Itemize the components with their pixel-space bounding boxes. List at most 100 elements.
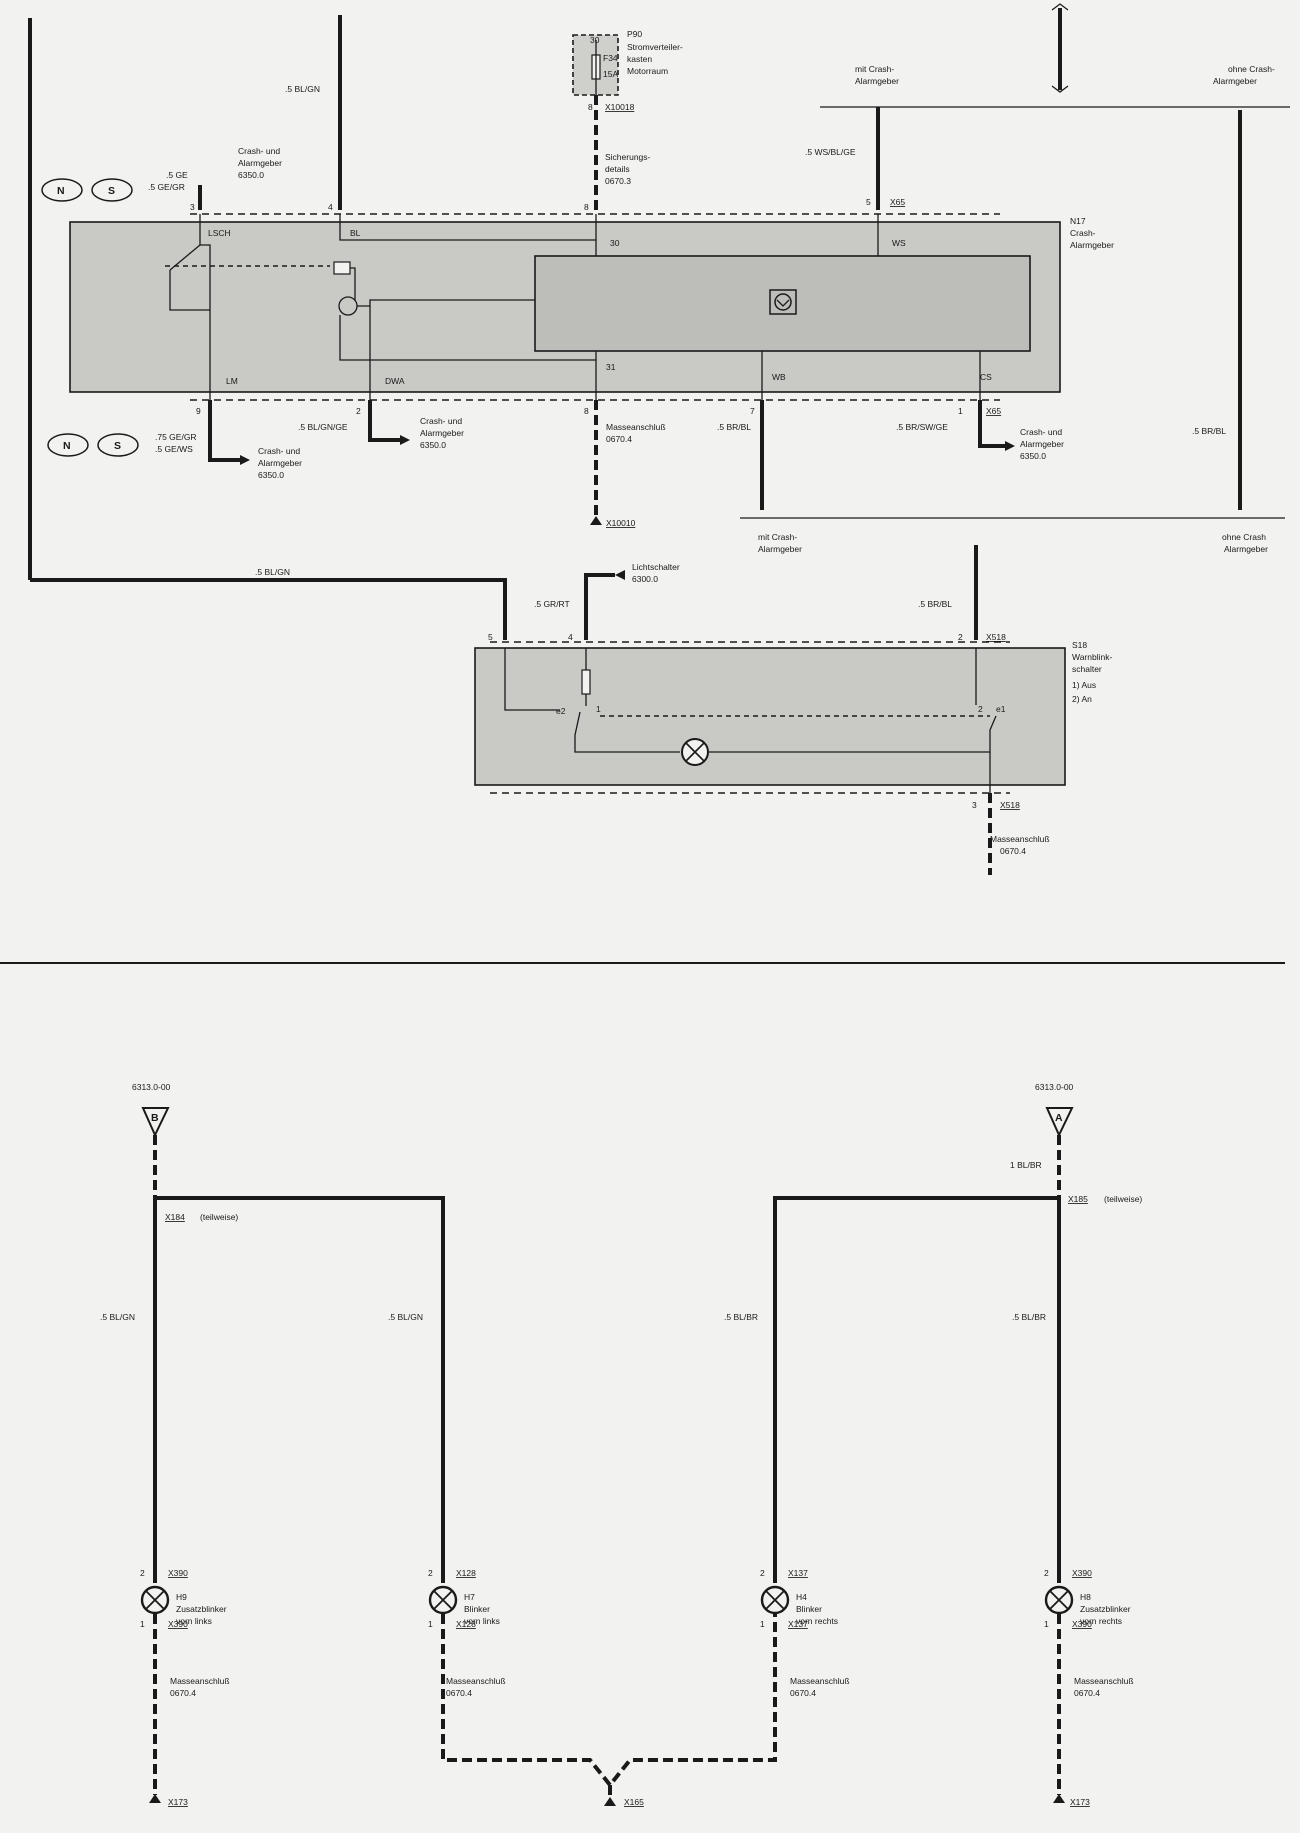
- svg-text:X137: X137: [788, 1619, 808, 1629]
- svg-text:2: 2: [978, 704, 983, 714]
- svg-text:Masseanschluß: Masseanschluß: [790, 1676, 850, 1686]
- svg-text:0670.4: 0670.4: [1074, 1688, 1100, 1698]
- svg-text:Masseanschluß: Masseanschluß: [446, 1676, 506, 1686]
- fuse-ref: P90: [627, 29, 642, 39]
- svg-text:2: 2: [958, 632, 963, 642]
- fuse-ref-1: Sicherungs-: [605, 152, 651, 162]
- svg-text:X185: X185: [1068, 1194, 1088, 1204]
- svg-text:BL: BL: [350, 228, 361, 238]
- svg-text:H9: H9: [176, 1592, 187, 1602]
- svg-text:2) An: 2) An: [1072, 694, 1092, 704]
- svg-text:Crash- und: Crash- und: [420, 416, 462, 426]
- svg-text:.75 GE/GR: .75 GE/GR: [155, 432, 197, 442]
- svg-text:2: 2: [356, 406, 361, 416]
- top-dest-1: Crash- und: [238, 146, 280, 156]
- variant-b-1: ohne Crash-: [1228, 64, 1275, 74]
- svg-text:Masseanschluß: Masseanschluß: [990, 834, 1050, 844]
- variant-a-1: mit Crash-: [855, 64, 894, 74]
- svg-text:.5 BL/GN/GE: .5 BL/GN/GE: [298, 422, 348, 432]
- svg-text:0670.4: 0670.4: [1000, 846, 1026, 856]
- svg-text:N: N: [63, 440, 71, 452]
- svg-text:0670.4: 0670.4: [170, 1688, 196, 1698]
- conn-x65-top: X65: [890, 197, 905, 207]
- svg-text:DWA: DWA: [385, 376, 405, 386]
- svg-text:X390: X390: [168, 1568, 188, 1578]
- svg-text:1: 1: [760, 1619, 765, 1629]
- svg-text:Alarmgeber: Alarmgeber: [258, 458, 302, 468]
- svg-text:Alarmgeber: Alarmgeber: [758, 544, 802, 554]
- svg-text:2: 2: [1044, 1568, 1049, 1578]
- svg-text:vorn links: vorn links: [176, 1616, 212, 1626]
- connector-b-triangle: B: [141, 1107, 170, 1138]
- svg-text:vorn rechts: vorn rechts: [796, 1616, 838, 1626]
- wire-label-4: .5 BL/GN: [285, 84, 320, 94]
- fuse-desc-2: kasten: [627, 54, 652, 64]
- module-id: N17: [1070, 216, 1086, 226]
- siren-icon: [769, 289, 797, 315]
- variant-b-2: Alarmgeber: [1213, 76, 1257, 86]
- svg-text:1: 1: [596, 704, 601, 714]
- svg-text:0670.4: 0670.4: [606, 434, 632, 444]
- svg-text:ohne Crash: ohne Crash: [1222, 532, 1266, 542]
- alarm-inner-block: [534, 255, 1031, 352]
- wire-label-ge-gr: .5 GE/GR: [148, 182, 185, 192]
- wire-pin-2: [368, 400, 400, 442]
- wire-pin-1: [978, 400, 1005, 448]
- fuse-ref-3: 0670.3: [605, 176, 631, 186]
- svg-text:.5 BR/BL: .5 BR/BL: [918, 599, 952, 609]
- svg-text:1) Aus: 1) Aus: [1072, 680, 1096, 690]
- svg-text:4: 4: [328, 202, 333, 212]
- svg-text:2: 2: [140, 1568, 145, 1578]
- svg-text:2: 2: [428, 1568, 433, 1578]
- svg-text:6313.0-00: 6313.0-00: [1035, 1082, 1074, 1092]
- lamp-h8: .5 BL/BR 2 X390 H8 Zusatzblinker vorn re…: [1012, 1312, 1134, 1698]
- svg-text:B: B: [151, 1112, 159, 1124]
- svg-text:WS: WS: [892, 238, 906, 248]
- svg-text:6313.0-00: 6313.0-00: [132, 1082, 171, 1092]
- connector-a-triangle: A: [1045, 1107, 1074, 1138]
- wire-pin-9: [208, 400, 240, 462]
- svg-text:6350.0: 6350.0: [420, 440, 446, 450]
- svg-text:8: 8: [584, 406, 589, 416]
- svg-text:2: 2: [760, 1568, 765, 1578]
- svg-text:Warnblink-: Warnblink-: [1072, 652, 1112, 662]
- svg-text:Crash- und: Crash- und: [258, 446, 300, 456]
- svg-text:H8: H8: [1080, 1592, 1091, 1602]
- svg-text:X128: X128: [456, 1568, 476, 1578]
- conn-x10010: X10010: [606, 518, 636, 528]
- fuse-desc-3: Motorraum: [627, 66, 668, 76]
- svg-text:8: 8: [584, 202, 589, 212]
- alarm-module: N S .5 GE .5 GE/GR Crash- und Alarmgeber…: [28, 3, 1290, 640]
- svg-text:Alarmgeber: Alarmgeber: [1020, 439, 1064, 449]
- svg-text:5: 5: [488, 632, 493, 642]
- svg-text:X165: X165: [624, 1797, 644, 1807]
- svg-text:0670.4: 0670.4: [446, 1688, 472, 1698]
- lamp-h4: .5 BL/BR 2 X137 H4 Blinker vorn rechts 1…: [724, 1312, 850, 1698]
- svg-text:X173: X173: [168, 1797, 188, 1807]
- wire-label-5: .5 WS/BL/GE: [805, 147, 856, 157]
- svg-text:.5 BL/GN: .5 BL/GN: [388, 1312, 423, 1322]
- svg-text:X390: X390: [168, 1619, 188, 1629]
- lamp-h9: .5 BL/GN 2 X390 H9 Zusatzblinker vorn li…: [100, 1312, 230, 1698]
- svg-text:.5 BR/SW/GE: .5 BR/SW/GE: [896, 422, 948, 432]
- variant-a-2: Alarmgeber: [855, 76, 899, 86]
- svg-text:7: 7: [750, 406, 755, 416]
- fuse-pin-bottom: 8: [588, 102, 593, 112]
- svg-text:vorn rechts: vorn rechts: [1080, 1616, 1122, 1626]
- indicator-lamp-icon: [681, 738, 709, 766]
- svg-text:X173: X173: [1070, 1797, 1090, 1807]
- top-dest-3: 6350.0: [238, 170, 264, 180]
- ground-symbol-right: [1053, 1794, 1065, 1803]
- svg-text:X390: X390: [1072, 1568, 1092, 1578]
- svg-text:3: 3: [972, 800, 977, 810]
- svg-text:(teilweise): (teilweise): [1104, 1194, 1142, 1204]
- svg-text:6350.0: 6350.0: [1020, 451, 1046, 461]
- svg-text:.5 GR/RT: .5 GR/RT: [534, 599, 570, 609]
- wire-label-ge: .5 GE: [166, 170, 188, 180]
- ground-symbol-1: [590, 516, 602, 525]
- svg-text:schalter: schalter: [1072, 664, 1102, 674]
- svg-text:vorn links: vorn links: [464, 1616, 500, 1626]
- wire-light-switch: [584, 573, 615, 640]
- conn-x518-top: X518: [986, 632, 1006, 642]
